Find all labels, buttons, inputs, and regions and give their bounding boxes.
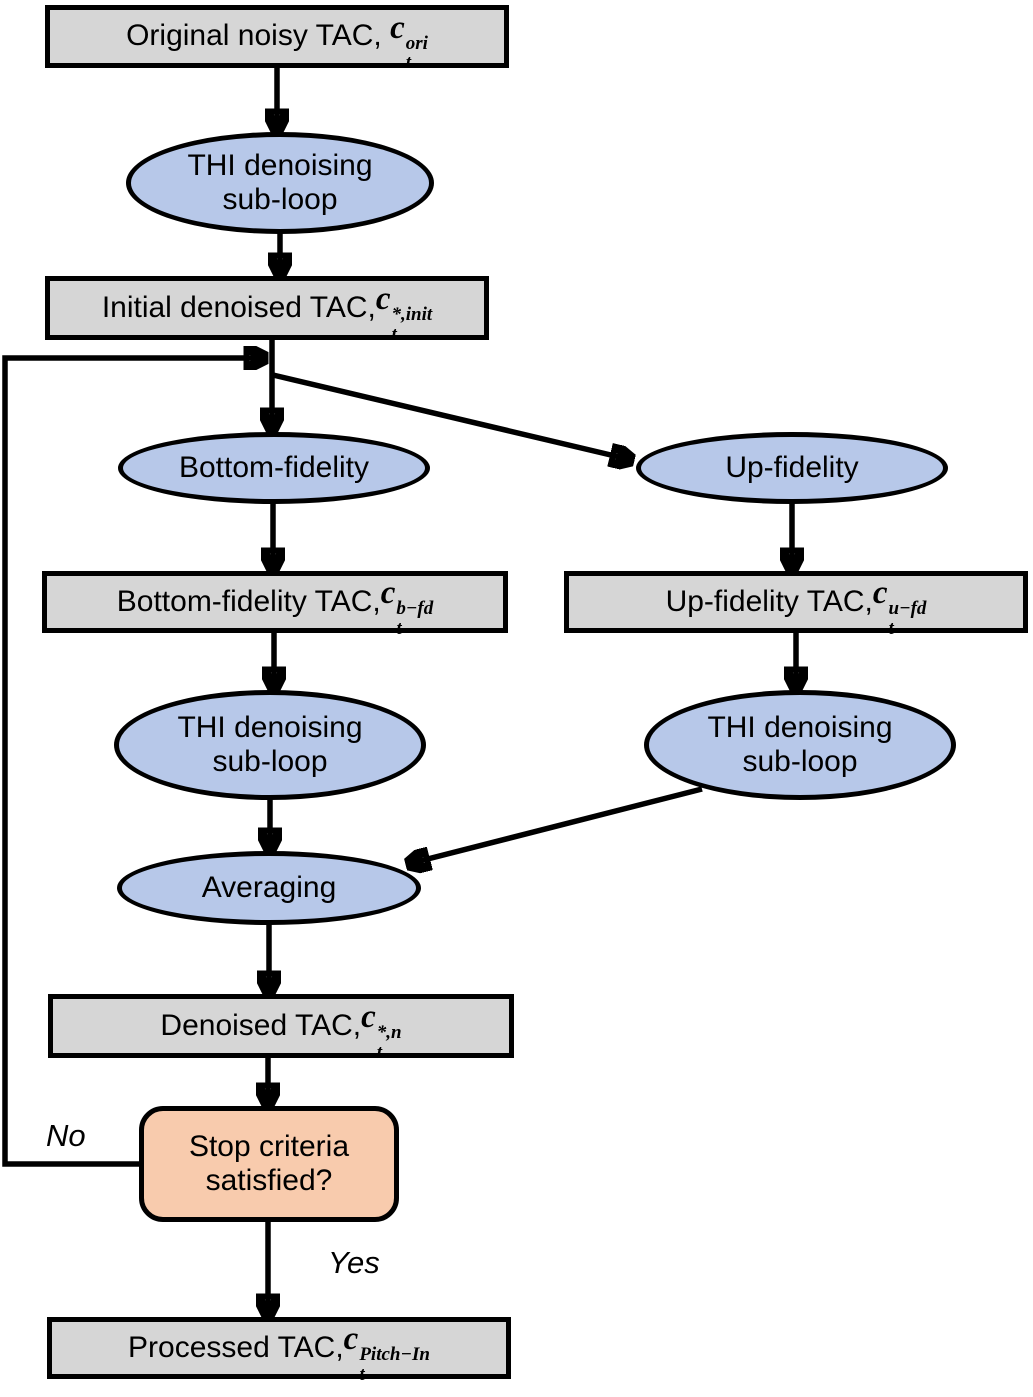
node-label: Processed TAC, bbox=[128, 1330, 344, 1364]
math-superscript: ori bbox=[405, 32, 428, 54]
node-thi-denoising-subloop-2: THI denoising sub-loop bbox=[114, 690, 426, 800]
arrow-thi3-to-averaging bbox=[408, 786, 703, 864]
edge-label-yes: Yes bbox=[328, 1245, 380, 1280]
node-thi-denoising-subloop-3: THI denoising sub-loop bbox=[644, 690, 956, 800]
math-subscript: t bbox=[405, 52, 411, 73]
node-up-fidelity: Up-fidelity bbox=[636, 432, 948, 504]
math-subscript: t bbox=[396, 617, 402, 639]
math-subscript: t bbox=[376, 1041, 383, 1063]
node-label: THI denoising sub-loop bbox=[187, 148, 381, 217]
math-superscript: u−fd bbox=[888, 598, 927, 620]
math-base: c bbox=[390, 9, 405, 46]
node-bottom-fidelity: Bottom-fidelity bbox=[118, 432, 430, 504]
math-subscript: t bbox=[359, 1363, 365, 1385]
math-base: c bbox=[380, 575, 396, 612]
node-label: Stop criteria satisfied? bbox=[188, 1129, 358, 1198]
node-thi-denoising-subloop-1: THI denoising sub-loop bbox=[126, 132, 434, 234]
math-base: c bbox=[872, 575, 888, 612]
node-label: THI denoising sub-loop bbox=[177, 710, 371, 779]
node-label: Bottom-fidelity TAC, bbox=[116, 584, 381, 618]
math-superscript: Pitch−In bbox=[359, 1344, 430, 1366]
node-label: Bottom-fidelity bbox=[178, 450, 370, 484]
node-label: Averaging bbox=[201, 870, 337, 904]
math-superscript: b−fd bbox=[396, 598, 434, 620]
node-label: Up-fidelity TAC, bbox=[665, 584, 873, 618]
math-superscript: *,n bbox=[376, 1022, 402, 1044]
node-label: Original noisy TAC, bbox=[126, 19, 391, 53]
node-label: Denoised TAC, bbox=[160, 1008, 362, 1042]
node-stop-criteria: Stop criteria satisfied? bbox=[139, 1106, 399, 1222]
math-base: c bbox=[375, 281, 391, 318]
node-averaging: Averaging bbox=[117, 851, 421, 925]
edge-label-no: No bbox=[46, 1118, 86, 1153]
node-label: THI denoising sub-loop bbox=[707, 710, 901, 779]
math-subscript: t bbox=[391, 323, 397, 345]
node-label: Initial denoised TAC, bbox=[101, 290, 376, 324]
math-base: c bbox=[361, 999, 376, 1036]
node-label: Up-fidelity bbox=[725, 450, 859, 484]
math-superscript: *,init bbox=[391, 304, 433, 326]
math-base: c bbox=[343, 1321, 359, 1358]
math-subscript: t bbox=[888, 617, 894, 639]
